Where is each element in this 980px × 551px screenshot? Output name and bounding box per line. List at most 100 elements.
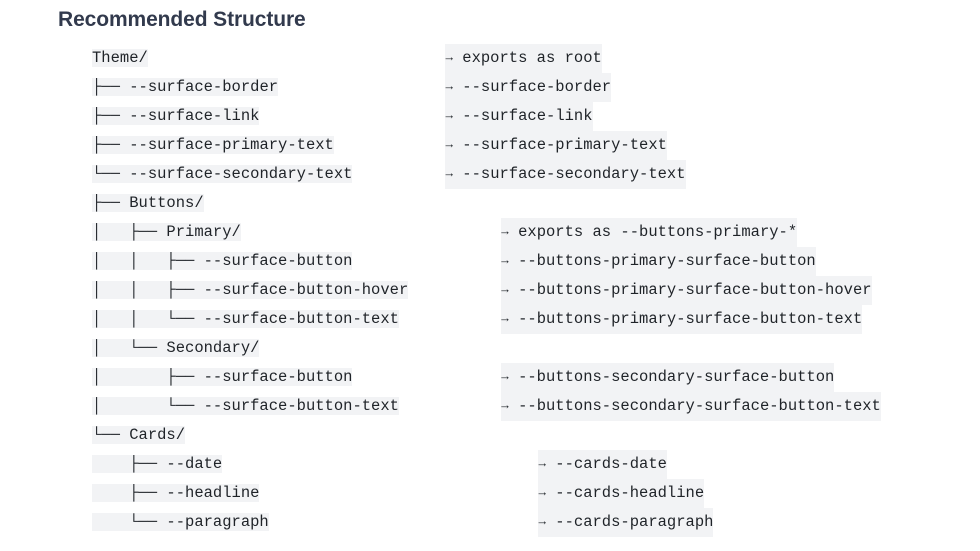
- tree-row-right: → --cards-paragraph: [538, 508, 714, 537]
- tree-token-name: --date: [166, 455, 223, 473]
- tree-row-left: ├── --surface-border: [92, 73, 279, 102]
- arrow-right-icon: →: [538, 515, 546, 529]
- arrow-right-icon: →: [538, 457, 546, 471]
- tree-exported-name: --surface-primary-text: [452, 136, 667, 154]
- tree-token-name: --surface-button: [203, 368, 353, 386]
- tree-row: └── --surface-secondary-text→ --surface-…: [92, 160, 881, 189]
- tree-exported-name: --surface-secondary-text: [453, 165, 686, 183]
- tree-row-left: │ ├── Primary/: [92, 218, 241, 247]
- tree-row: │ │ ├── --surface-button-hover → --button…: [92, 276, 881, 305]
- tree-row-left: │ └── --surface-button-text: [92, 392, 399, 421]
- tree-exported-name: --surface-border: [452, 78, 612, 96]
- tree-branch-glyph: ├──: [92, 107, 130, 125]
- page-title: Recommended Structure: [58, 8, 306, 31]
- tree-row-right: → --buttons-secondary-surface-button-tex…: [501, 392, 881, 421]
- tree-exported-name: --buttons-primary-surface-button: [508, 252, 816, 270]
- tree-row: ├── --surface-border→ --surface-border: [92, 73, 881, 102]
- arrow-right-icon: →: [445, 51, 453, 65]
- tree-exported-name: --buttons-primary-surface-button-text: [508, 310, 863, 328]
- arrow-right-icon: →: [445, 138, 453, 152]
- tree-row-left: │ │ ├── --surface-button-hover: [92, 276, 409, 305]
- tree-token-name: --surface-secondary-text: [129, 165, 353, 183]
- tree-branch-glyph: ├──: [92, 78, 130, 96]
- tree-row: │ │ ├── --surface-button → --buttons-prim…: [92, 247, 881, 276]
- tree-row-right: → --surface-link: [445, 102, 593, 131]
- tree-branch-glyph: │ │ ├──: [92, 252, 204, 270]
- arrow-right-icon: →: [501, 399, 509, 413]
- tree-token-name: --headline: [166, 484, 260, 502]
- tree-row: │ └── Secondary/: [92, 334, 881, 363]
- tree-row-right: → --buttons-secondary-surface-button: [501, 363, 835, 392]
- tree-row: ├── --surface-primary-text→ --surface-pr…: [92, 131, 881, 160]
- arrow-right-icon: →: [445, 167, 453, 181]
- tree-exported-name: --cards-headline: [546, 484, 705, 502]
- tree-exported-name: exports as --buttons-primary-*: [508, 223, 798, 241]
- tree-row-left: └── --surface-secondary-text: [92, 160, 353, 189]
- tree-row: ├── Buttons/: [92, 189, 881, 218]
- tree-branch-glyph: │ │ ├──: [92, 281, 204, 299]
- tree-row-left: ├── --surface-primary-text: [92, 131, 334, 160]
- tree-row: └── Cards/: [92, 421, 881, 450]
- arrow-right-icon: →: [538, 486, 546, 500]
- tree-row: ├── --headline → --cards-headline: [92, 479, 881, 508]
- tree-branch-glyph: │ ├──: [92, 368, 204, 386]
- tree-exported-name: --buttons-secondary-surface-button-text: [508, 397, 881, 415]
- tree-branch-glyph: ├──: [92, 484, 167, 502]
- tree-exported-name: --cards-date: [546, 455, 667, 473]
- tree-row-left: │ ├── --surface-button: [92, 363, 353, 392]
- tree-branch-glyph: │ │ └──: [92, 310, 204, 328]
- tree-branch-glyph: ├──: [92, 455, 167, 473]
- tree-row: │ └── --surface-button-text → --buttons-s…: [92, 392, 881, 421]
- token-tree: Theme/ → exports as root ├── --surface-bor…: [92, 44, 881, 537]
- tree-token-name: --surface-border: [129, 78, 279, 96]
- arrow-right-icon: →: [501, 312, 509, 326]
- tree-exported-name: --buttons-primary-surface-button-hover: [508, 281, 872, 299]
- arrow-right-icon: →: [445, 109, 453, 123]
- arrow-right-icon: →: [501, 283, 509, 297]
- tree-row-left: └── --paragraph: [92, 508, 269, 537]
- tree-row-right: → --cards-date: [538, 450, 667, 479]
- tree-token-name: --surface-primary-text: [129, 136, 334, 154]
- tree-row-left: │ │ ├── --surface-button: [92, 247, 353, 276]
- tree-row-left: └── Cards/: [92, 421, 186, 450]
- tree-row-right: → exports as root: [445, 44, 602, 73]
- tree-row-right: → --buttons-primary-surface-button: [501, 247, 816, 276]
- tree-exported-name: --cards-paragraph: [546, 513, 714, 531]
- tree-branch-glyph: │ └──: [92, 339, 167, 357]
- tree-token-name: --surface-button: [203, 252, 353, 270]
- tree-token-name: --surface-link: [129, 107, 260, 125]
- tree-token-name: --surface-button-text: [203, 310, 399, 328]
- tree-row: Theme/ → exports as root: [92, 44, 881, 73]
- tree-row-right: → --surface-primary-text: [445, 131, 667, 160]
- tree-row-right: → --surface-border: [445, 73, 612, 102]
- tree-row: └── --paragraph → --cards-paragraph: [92, 508, 881, 537]
- tree-row: │ ├── --surface-button → --buttons-second…: [92, 363, 881, 392]
- tree-row-right: → --buttons-primary-surface-button-hover: [501, 276, 872, 305]
- tree-row-right: → --buttons-primary-surface-button-text: [501, 305, 863, 334]
- tree-branch-glyph: └──: [92, 426, 130, 444]
- tree-row: ├── --date → --cards-date: [92, 450, 881, 479]
- tree-row-right: → --cards-headline: [538, 479, 705, 508]
- tree-row-right: → exports as --buttons-primary-*: [501, 218, 798, 247]
- tree-row-left: Theme/: [92, 44, 148, 73]
- tree-row: │ ├── Primary/ → exports as --buttons-pri…: [92, 218, 881, 247]
- tree-branch-glyph: └──: [92, 513, 167, 531]
- tree-token-name: --paragraph: [166, 513, 269, 531]
- tree-branch-glyph: └──: [92, 165, 130, 183]
- arrow-right-icon: →: [501, 370, 509, 384]
- tree-branch-glyph: ├──: [92, 136, 130, 154]
- tree-row-left: │ └── Secondary/: [92, 334, 260, 363]
- tree-token-name: Secondary/: [166, 339, 260, 357]
- tree-token-name: Cards/: [129, 426, 186, 444]
- tree-row: │ │ └── --surface-button-text → --buttons…: [92, 305, 881, 334]
- tree-token-name: --surface-button-text: [203, 397, 399, 415]
- tree-row: ├── --surface-link → --surface-link: [92, 102, 881, 131]
- arrow-right-icon: →: [445, 80, 453, 94]
- arrow-right-icon: →: [501, 254, 509, 268]
- tree-token-name: Primary/: [166, 223, 241, 241]
- tree-exported-name: --buttons-secondary-surface-button: [508, 368, 835, 386]
- tree-branch-glyph: │ └──: [92, 397, 204, 415]
- tree-row-right: → --surface-secondary-text: [445, 160, 686, 189]
- tree-row-left: ├── Buttons/: [92, 189, 204, 218]
